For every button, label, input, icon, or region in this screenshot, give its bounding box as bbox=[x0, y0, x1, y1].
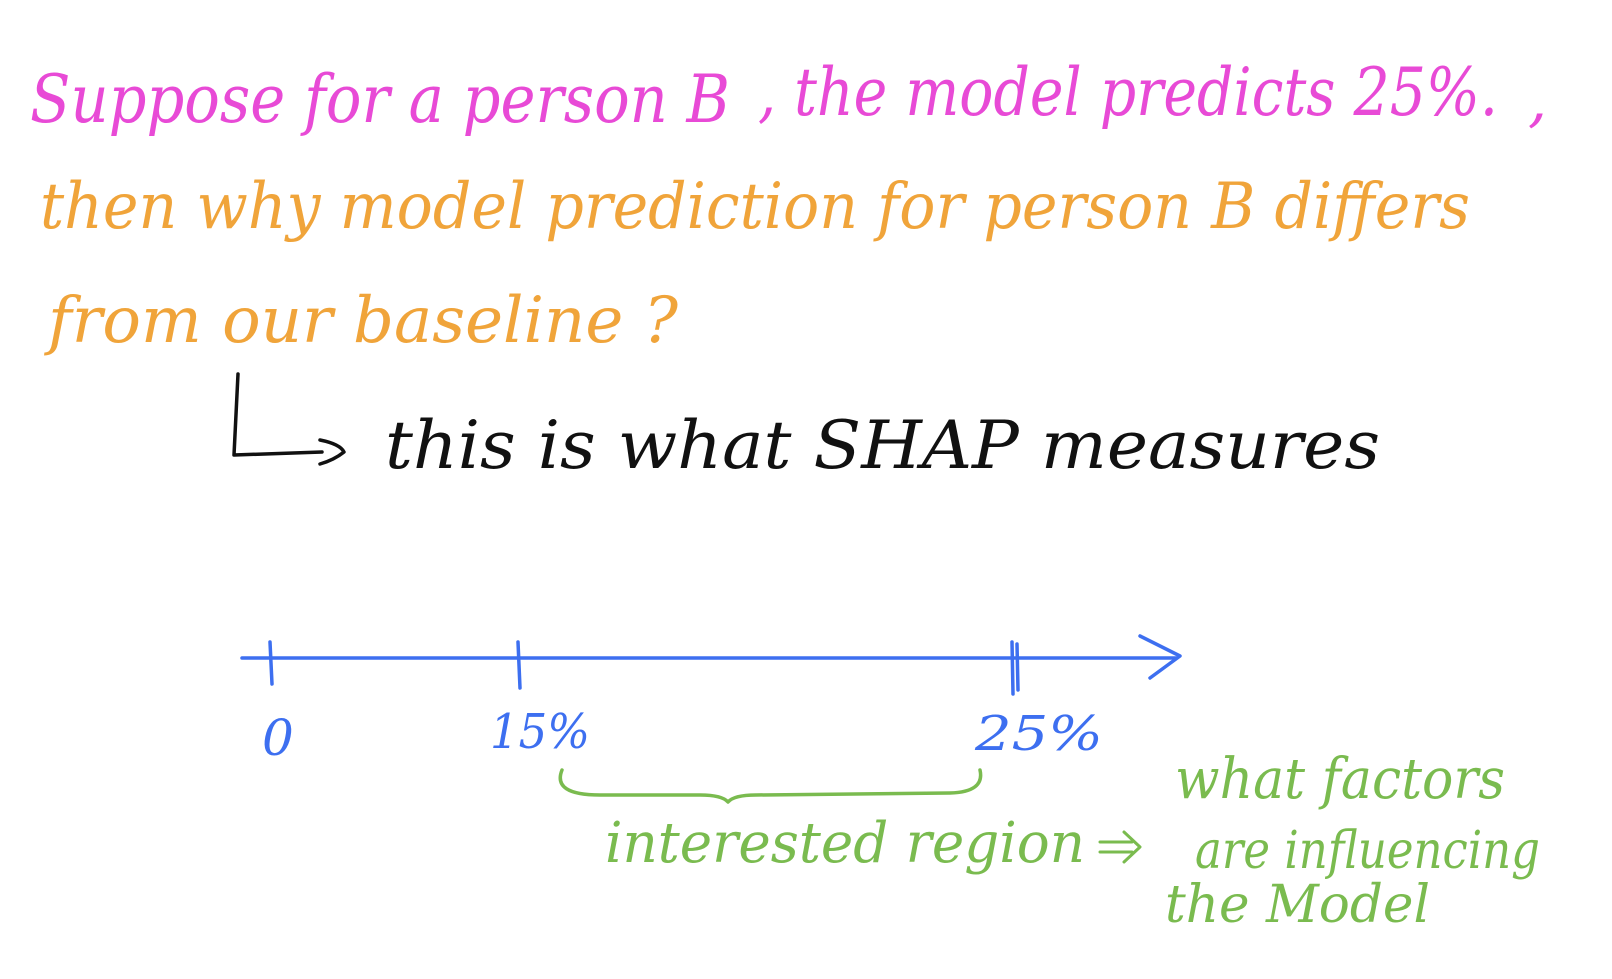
tick-label-25: 25% bbox=[974, 706, 1103, 762]
note-line-1-trailing-comma: , bbox=[1528, 65, 1547, 135]
note-line-1: Suppose for a person B , the model predi… bbox=[30, 54, 1547, 138]
curly-brace-icon bbox=[558, 768, 983, 804]
note-line-2: then why model prediction for person B d… bbox=[40, 170, 1470, 244]
note-line-1-part-1: Suppose for a person B bbox=[30, 61, 730, 138]
double-arrow-icon bbox=[1098, 830, 1142, 864]
tick-label-0: 0 bbox=[262, 709, 294, 767]
interested-region-label: interested region bbox=[605, 811, 1085, 876]
number-line: 0 15% 25% bbox=[240, 634, 1182, 767]
interested-region-annotation: interested region what factors are influ… bbox=[558, 747, 1540, 935]
note-line-4: this is what SHAP measures bbox=[385, 407, 1380, 484]
tick-mark-25-double bbox=[1015, 642, 1020, 692]
corner-arrow-icon bbox=[232, 372, 346, 466]
tick-label-15: 15% bbox=[490, 704, 590, 760]
factors-line-3: the Model bbox=[1165, 875, 1430, 935]
factors-line-1: what factors bbox=[1175, 747, 1505, 812]
tick-mark-25 bbox=[1010, 640, 1015, 696]
factors-line-2: are influencing bbox=[1195, 821, 1540, 881]
tick-mark-15 bbox=[516, 640, 522, 690]
tick-mark-0 bbox=[268, 640, 274, 686]
note-line-3: from our baseline ? bbox=[44, 284, 679, 358]
shap-callout: this is what SHAP measures bbox=[232, 372, 1380, 484]
axis-arrow-icon bbox=[1138, 634, 1182, 680]
note-line-1-part-2: , the model predicts 25%. bbox=[758, 54, 1498, 131]
